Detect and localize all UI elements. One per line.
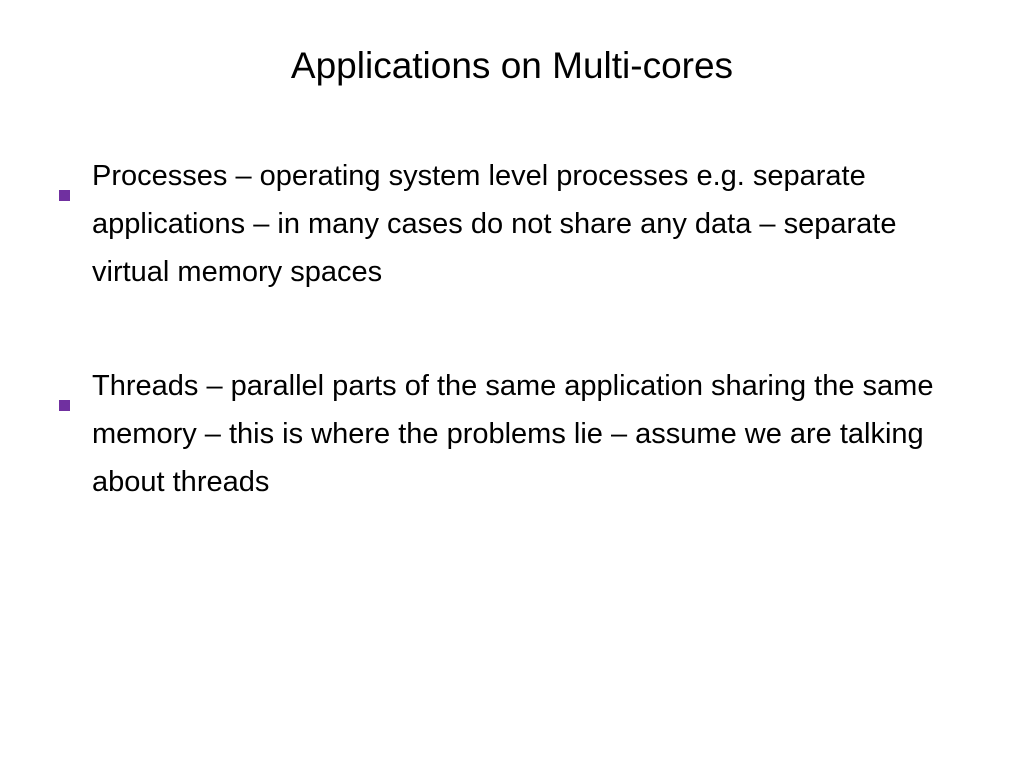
bullet-item-processes: Processes – operating system level proce… (56, 152, 956, 296)
square-bullet-icon (59, 378, 70, 411)
bullet-text: Threads – parallel parts of the same app… (92, 370, 934, 498)
square-bullet-icon (59, 168, 70, 201)
bullet-text: Processes – operating system level proce… (92, 160, 897, 288)
bullet-list: Processes – operating system level proce… (56, 152, 956, 506)
bullet-item-threads: Threads – parallel parts of the same app… (56, 362, 956, 506)
slide-title: Applications on Multi-cores (290, 45, 734, 86)
